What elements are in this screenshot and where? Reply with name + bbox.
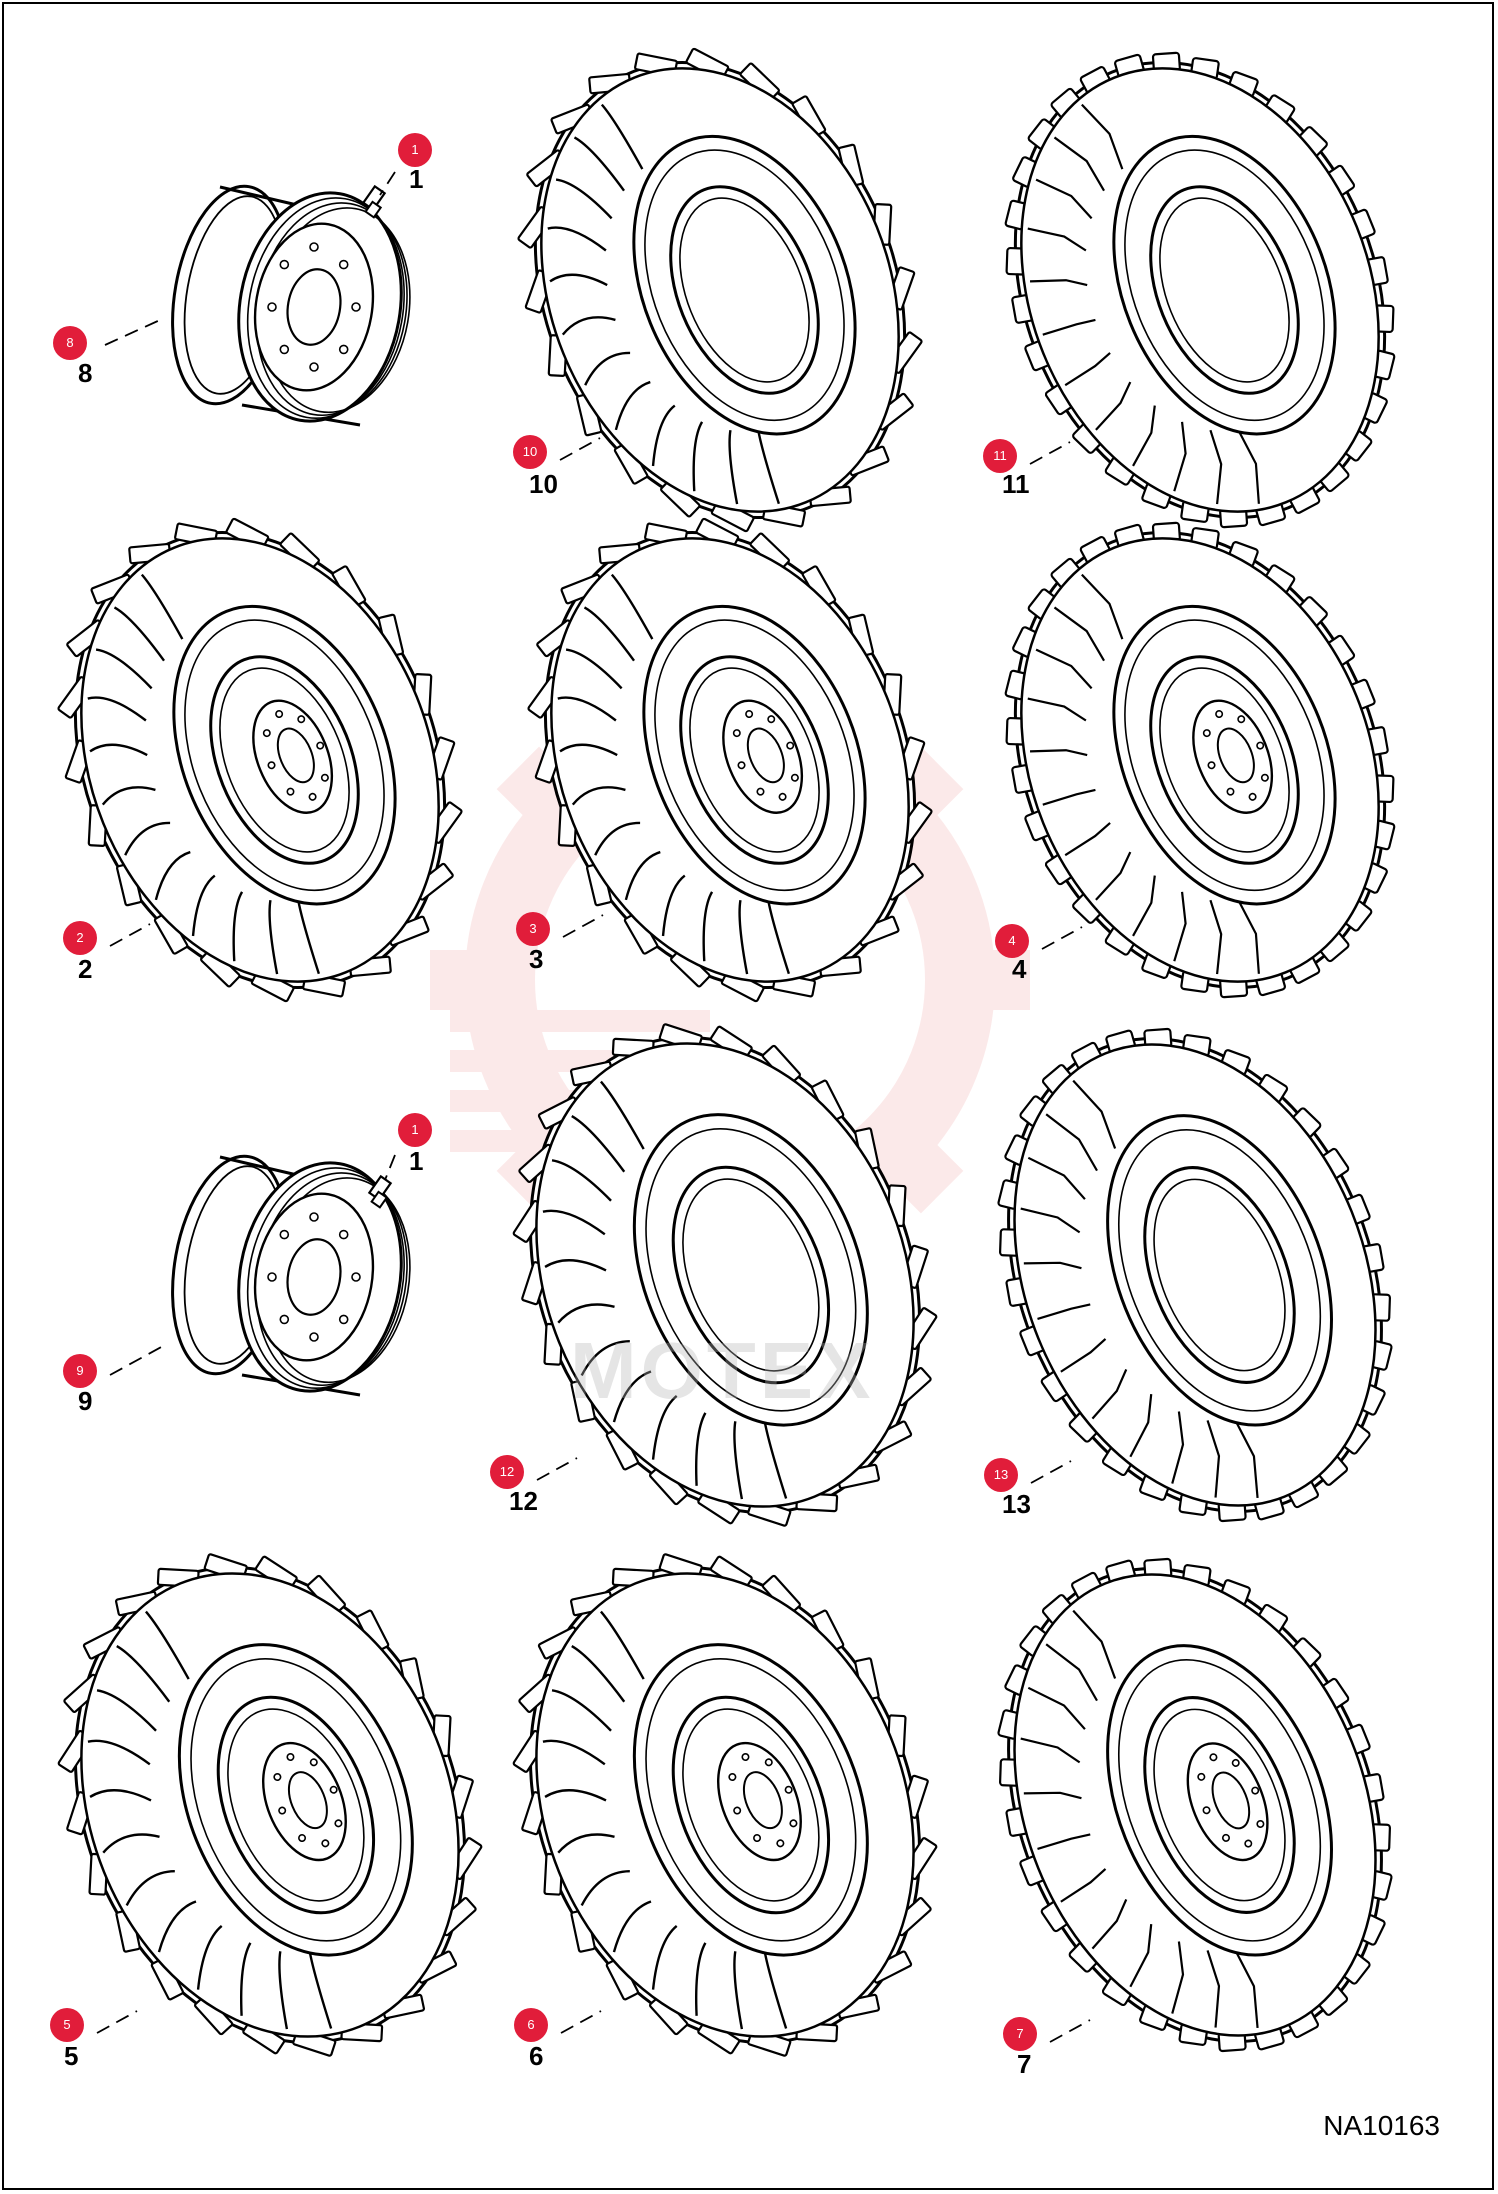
part-number-tire-12: 12 <box>509 1486 538 1516</box>
wheel-6-part <box>512 1553 938 2057</box>
part-number-tire-11: 11 <box>1002 469 1030 499</box>
callout-wheel-4[interactable]: 4 <box>995 924 1029 958</box>
callout-tire-10[interactable]: 10 <box>513 435 547 469</box>
part-number-tire-13: 13 <box>1002 1489 1031 1519</box>
callout-wheel-7[interactable]: 7 <box>1003 2017 1037 2051</box>
tire-12-part <box>512 1023 938 1527</box>
callout-rim-2[interactable]: 9 <box>63 1354 97 1388</box>
part-number-wheel-6: 6 <box>529 2041 544 2071</box>
part-number-tire-10: 10 <box>529 469 558 499</box>
rim-1-part <box>104 184 411 427</box>
callout-tire-13[interactable]: 13 <box>984 1458 1018 1492</box>
callout-wheel-3[interactable]: 3 <box>516 912 550 946</box>
bolt-1-part <box>361 171 396 219</box>
part-number-rim-2: 9 <box>78 1386 93 1416</box>
part-number-wheel-3: 3 <box>529 944 544 974</box>
part-number-wheel-7: 7 <box>1017 2049 1032 2079</box>
tire-13-part <box>997 1027 1393 1523</box>
tire-10-part <box>517 47 923 533</box>
document-id: NA10163 <box>1323 2110 1440 2141</box>
callout-rim-1[interactable]: 8 <box>53 326 87 360</box>
wheel-7-part <box>997 1557 1393 2053</box>
wheel-3-part <box>527 517 933 1003</box>
part-number-bolt-2: 1 <box>409 1146 424 1176</box>
wheel-4-part <box>1004 521 1396 999</box>
bolt-2-part <box>367 1154 396 1209</box>
callout-tire-12[interactable]: 12 <box>490 1455 524 1489</box>
callout-wheel-5[interactable]: 5 <box>50 2008 84 2042</box>
wheel-2-part <box>57 517 463 1003</box>
part-number-wheel-5: 5 <box>64 2041 79 2071</box>
callout-wheel-6[interactable]: 6 <box>514 2008 548 2042</box>
callout-bolt-1[interactable]: 1 <box>398 133 432 167</box>
callout-wheel-2[interactable]: 2 <box>63 921 97 955</box>
tire-11-part <box>1004 51 1396 529</box>
callout-bolt-2[interactable]: 1 <box>398 1113 432 1147</box>
callout-tire-11[interactable]: 11 <box>983 439 1017 473</box>
part-number-rim-1: 8 <box>78 358 93 388</box>
part-number-wheel-4: 4 <box>1012 954 1027 984</box>
part-number-bolt-1: 1 <box>409 164 424 194</box>
rim-2-part <box>109 1154 411 1397</box>
watermark-text: MOTEX <box>570 1326 875 1415</box>
part-number-wheel-2: 2 <box>78 954 93 984</box>
wheel-5-part <box>57 1553 483 2057</box>
